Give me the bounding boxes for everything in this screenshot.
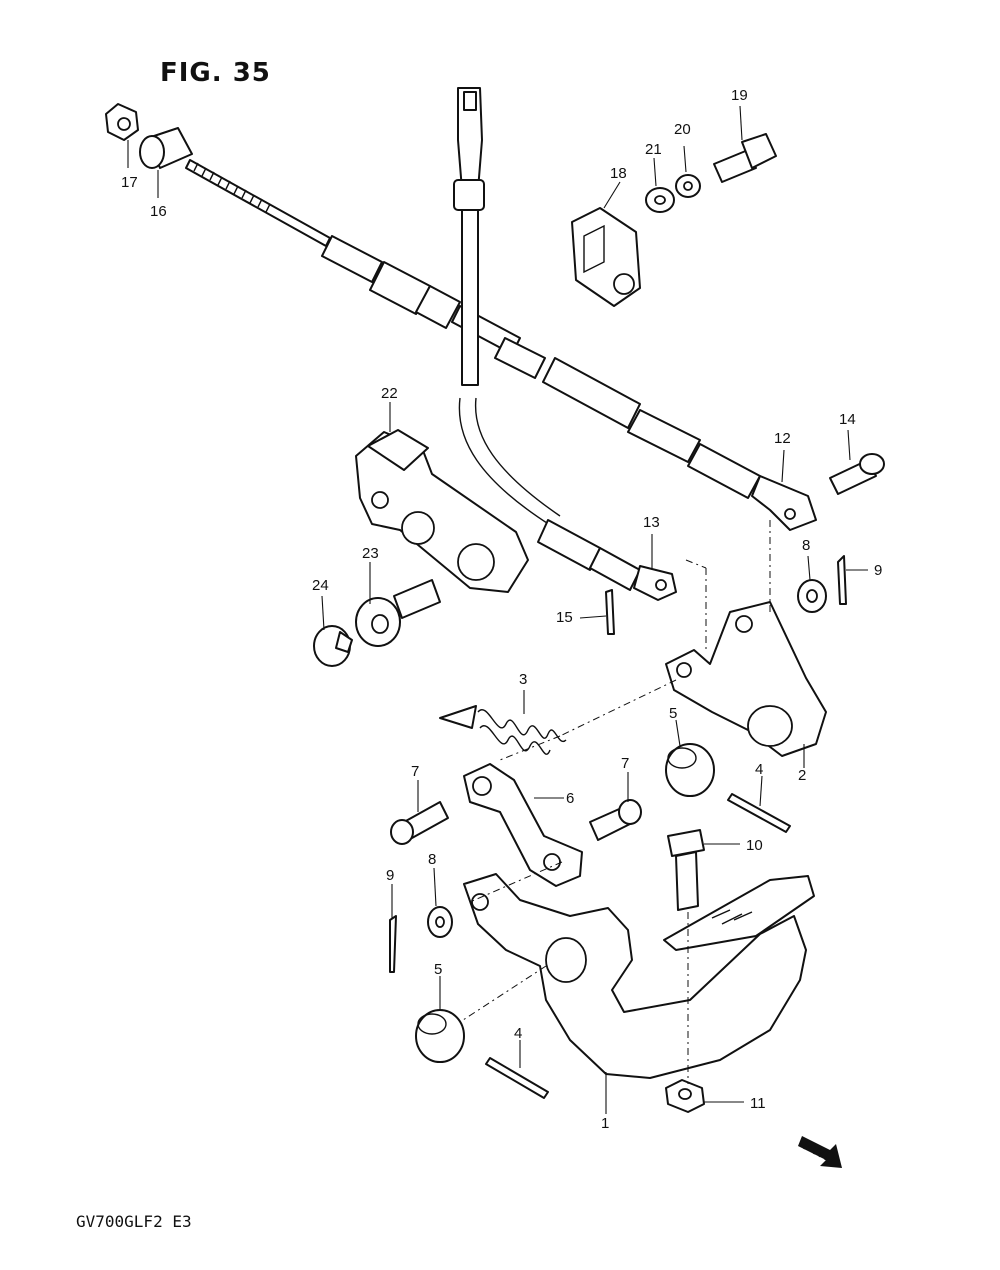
callout-p21: 21 bbox=[645, 141, 662, 158]
collar-5-lower bbox=[415, 1009, 465, 1063]
joint-16 bbox=[139, 127, 193, 169]
callout-p10: 10 bbox=[746, 837, 763, 854]
cap-24 bbox=[313, 625, 353, 667]
callout-p18: 18 bbox=[610, 165, 627, 182]
callout-p13: 13 bbox=[643, 514, 660, 531]
pin-14 bbox=[829, 453, 885, 495]
brake-pedal-1 bbox=[463, 873, 815, 1079]
arm-6 bbox=[463, 763, 583, 887]
callout-p5a: 5 bbox=[669, 705, 677, 722]
cotter-pin-4-lower bbox=[485, 1057, 549, 1099]
callout-p19: 19 bbox=[731, 87, 748, 104]
callout-p15: 15 bbox=[556, 609, 573, 626]
callout-p5b: 5 bbox=[434, 961, 442, 978]
callout-p7a: 7 bbox=[411, 763, 419, 780]
pin-7-right bbox=[589, 799, 642, 841]
callout-p1: 1 bbox=[601, 1115, 609, 1132]
callout-p8b: 8 bbox=[428, 851, 436, 868]
cotter-pin-9-upper bbox=[837, 555, 847, 605]
callout-p24: 24 bbox=[312, 577, 329, 594]
fwd-label: FWD bbox=[800, 1137, 838, 1168]
callout-p4b: 4 bbox=[514, 1025, 522, 1042]
callout-p12: 12 bbox=[774, 430, 791, 447]
washer-21 bbox=[645, 187, 675, 213]
nut-11 bbox=[665, 1079, 705, 1113]
washer-8-lower bbox=[427, 906, 453, 938]
nut-17 bbox=[105, 103, 139, 141]
callout-p6: 6 bbox=[566, 790, 574, 807]
callout-p17: 17 bbox=[121, 174, 138, 191]
leader-lines bbox=[127, 105, 868, 1114]
callout-p23: 23 bbox=[362, 545, 379, 562]
callout-p7b: 7 bbox=[621, 755, 629, 772]
bolt-23 bbox=[355, 579, 441, 647]
cotter-pin-4-upper bbox=[727, 793, 791, 833]
cotter-pin-9-lower bbox=[389, 915, 397, 973]
lever-2 bbox=[665, 601, 827, 757]
cotter-pin-15 bbox=[605, 589, 615, 635]
collar-5-upper bbox=[665, 743, 715, 797]
callout-p16: 16 bbox=[150, 203, 167, 220]
callout-p3: 3 bbox=[519, 671, 527, 688]
spring-3 bbox=[439, 705, 567, 755]
washer-8-upper bbox=[797, 579, 827, 613]
bolt-10 bbox=[667, 829, 705, 911]
callout-p22: 22 bbox=[381, 385, 398, 402]
lock-washer-20 bbox=[675, 174, 701, 198]
vertical-cable bbox=[453, 87, 677, 601]
callout-p9b: 9 bbox=[386, 867, 394, 884]
bracket-22 bbox=[355, 429, 529, 593]
callout-p20: 20 bbox=[674, 121, 691, 138]
pin-7-left bbox=[390, 801, 449, 845]
callout-p8a: 8 bbox=[802, 537, 810, 554]
callout-p14: 14 bbox=[839, 411, 856, 428]
bolt-19 bbox=[713, 133, 777, 183]
assembly-lines bbox=[459, 520, 771, 1084]
callout-p9a: 9 bbox=[874, 562, 882, 579]
callout-p11: 11 bbox=[750, 1095, 766, 1112]
brake-cable-rod bbox=[185, 159, 817, 531]
callout-p4a: 4 bbox=[755, 761, 763, 778]
callout-p2: 2 bbox=[798, 767, 806, 784]
model-code: GV700GLF2 E3 bbox=[76, 1212, 192, 1231]
fwd-arrow-icon: FWD bbox=[798, 1136, 842, 1168]
clamp-18 bbox=[571, 207, 641, 307]
figure-title: FIG. 35 bbox=[160, 58, 271, 88]
